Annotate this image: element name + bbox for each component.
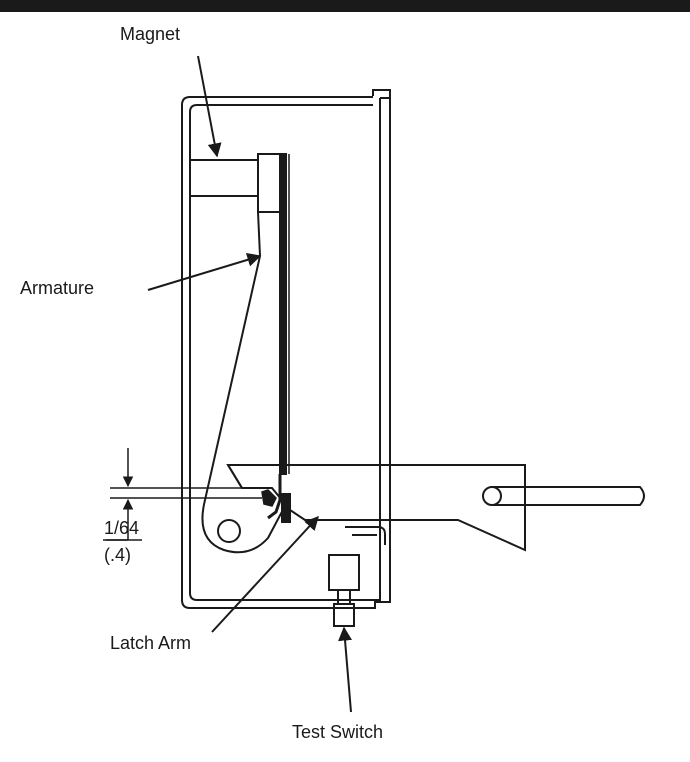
callout-leaders bbox=[147, 55, 353, 713]
housing bbox=[181, 89, 391, 609]
top-rule bbox=[0, 0, 690, 12]
magnet-label: Magnet bbox=[120, 24, 181, 44]
gap-metric-label: (.4) bbox=[104, 545, 131, 565]
latch-arm-leader bbox=[211, 515, 319, 633]
armature bbox=[267, 153, 291, 523]
magnet bbox=[189, 153, 281, 213]
gap-fraction-label: 1/64 bbox=[104, 518, 140, 538]
armature-pivot-arm bbox=[201, 211, 286, 554]
latch-arm-label: Latch Arm bbox=[110, 633, 192, 653]
test-switch bbox=[328, 526, 386, 627]
armature-leader bbox=[147, 252, 262, 291]
test-switch-leader bbox=[338, 626, 353, 713]
armature-label: Armature bbox=[20, 278, 95, 298]
test-switch-label: Test Switch bbox=[292, 722, 384, 742]
magnet-leader bbox=[197, 55, 222, 158]
